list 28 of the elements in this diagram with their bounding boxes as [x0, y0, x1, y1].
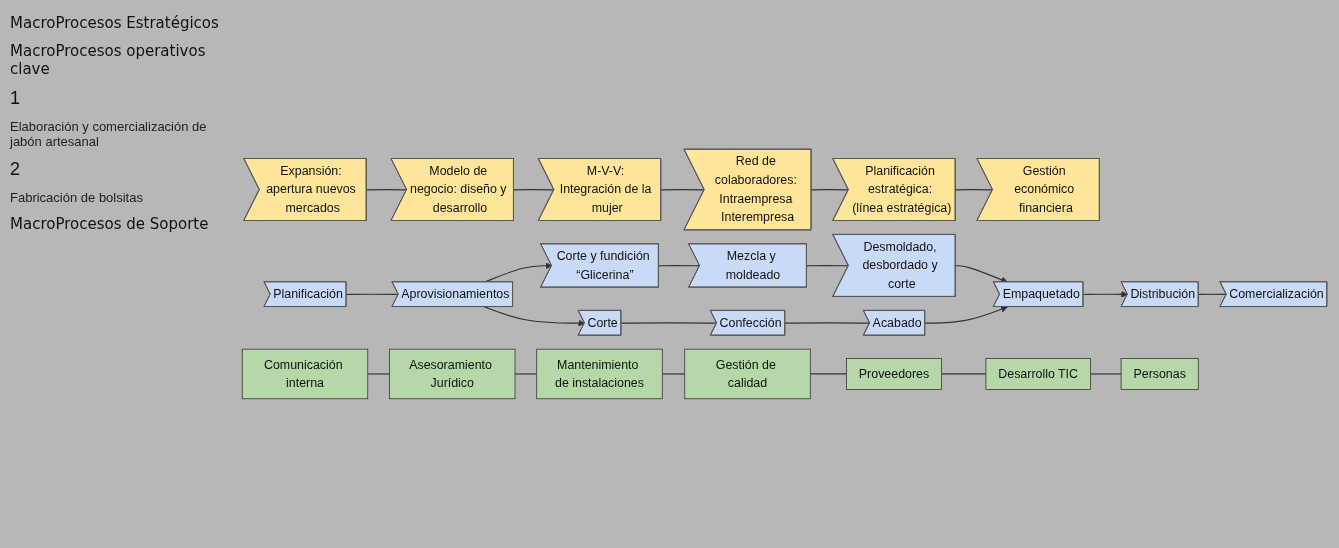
arrow: [955, 265, 1008, 283]
node-box: [241, 348, 369, 400]
connector: [940, 373, 987, 375]
connector: [784, 322, 871, 324]
node-box: [389, 348, 516, 400]
connector: [513, 189, 555, 191]
row-number: 1: [10, 88, 21, 109]
node-box: [846, 358, 942, 390]
arrow: [924, 305, 1008, 324]
connector: [1089, 373, 1122, 375]
connector: [366, 189, 408, 191]
section-heading: MacroProcesos operativos clave: [10, 42, 207, 78]
row-description: Fabricación de bolsitas: [10, 190, 144, 205]
node-box: [536, 348, 663, 400]
connector: [809, 373, 848, 375]
section-heading: MacroProcesos Estratégicos: [10, 14, 220, 32]
flowchart: Expansión: apertura nuevos mercados Modelo de negocio: diseño y desarrollo M-V-V: Integración de la mujer Red de colaboradores: Intraempresa Interempresa Planificación estratégica: (línea estratégica) Gestión económico financiera Planificación Aprovisionamientos Corte y fundición “Glicerina” Mezcla y moldeado Desmoldado, desbordado y corte Corte Confección Acabado Empaquetado Distribución Comercialización Comunicación interna Asesoramiento Jurídico Mantenimiento de instalaciones Gestión de calidad Proveedores Desarrollo TIC Personas: [236, 143, 1333, 405]
node-box: [985, 358, 1091, 390]
section-heading: MacroProcesos de Soporte: [10, 215, 210, 233]
row-number: 2: [10, 159, 21, 180]
connector: [367, 373, 391, 375]
node-box: [684, 348, 811, 400]
connector: [514, 373, 538, 375]
connector: [620, 322, 718, 324]
arrow: [1082, 291, 1128, 298]
connector: [661, 373, 686, 375]
row-description: Elaboración y comercialización de jabón artesanal: [10, 119, 208, 149]
node-box: [1120, 358, 1199, 390]
